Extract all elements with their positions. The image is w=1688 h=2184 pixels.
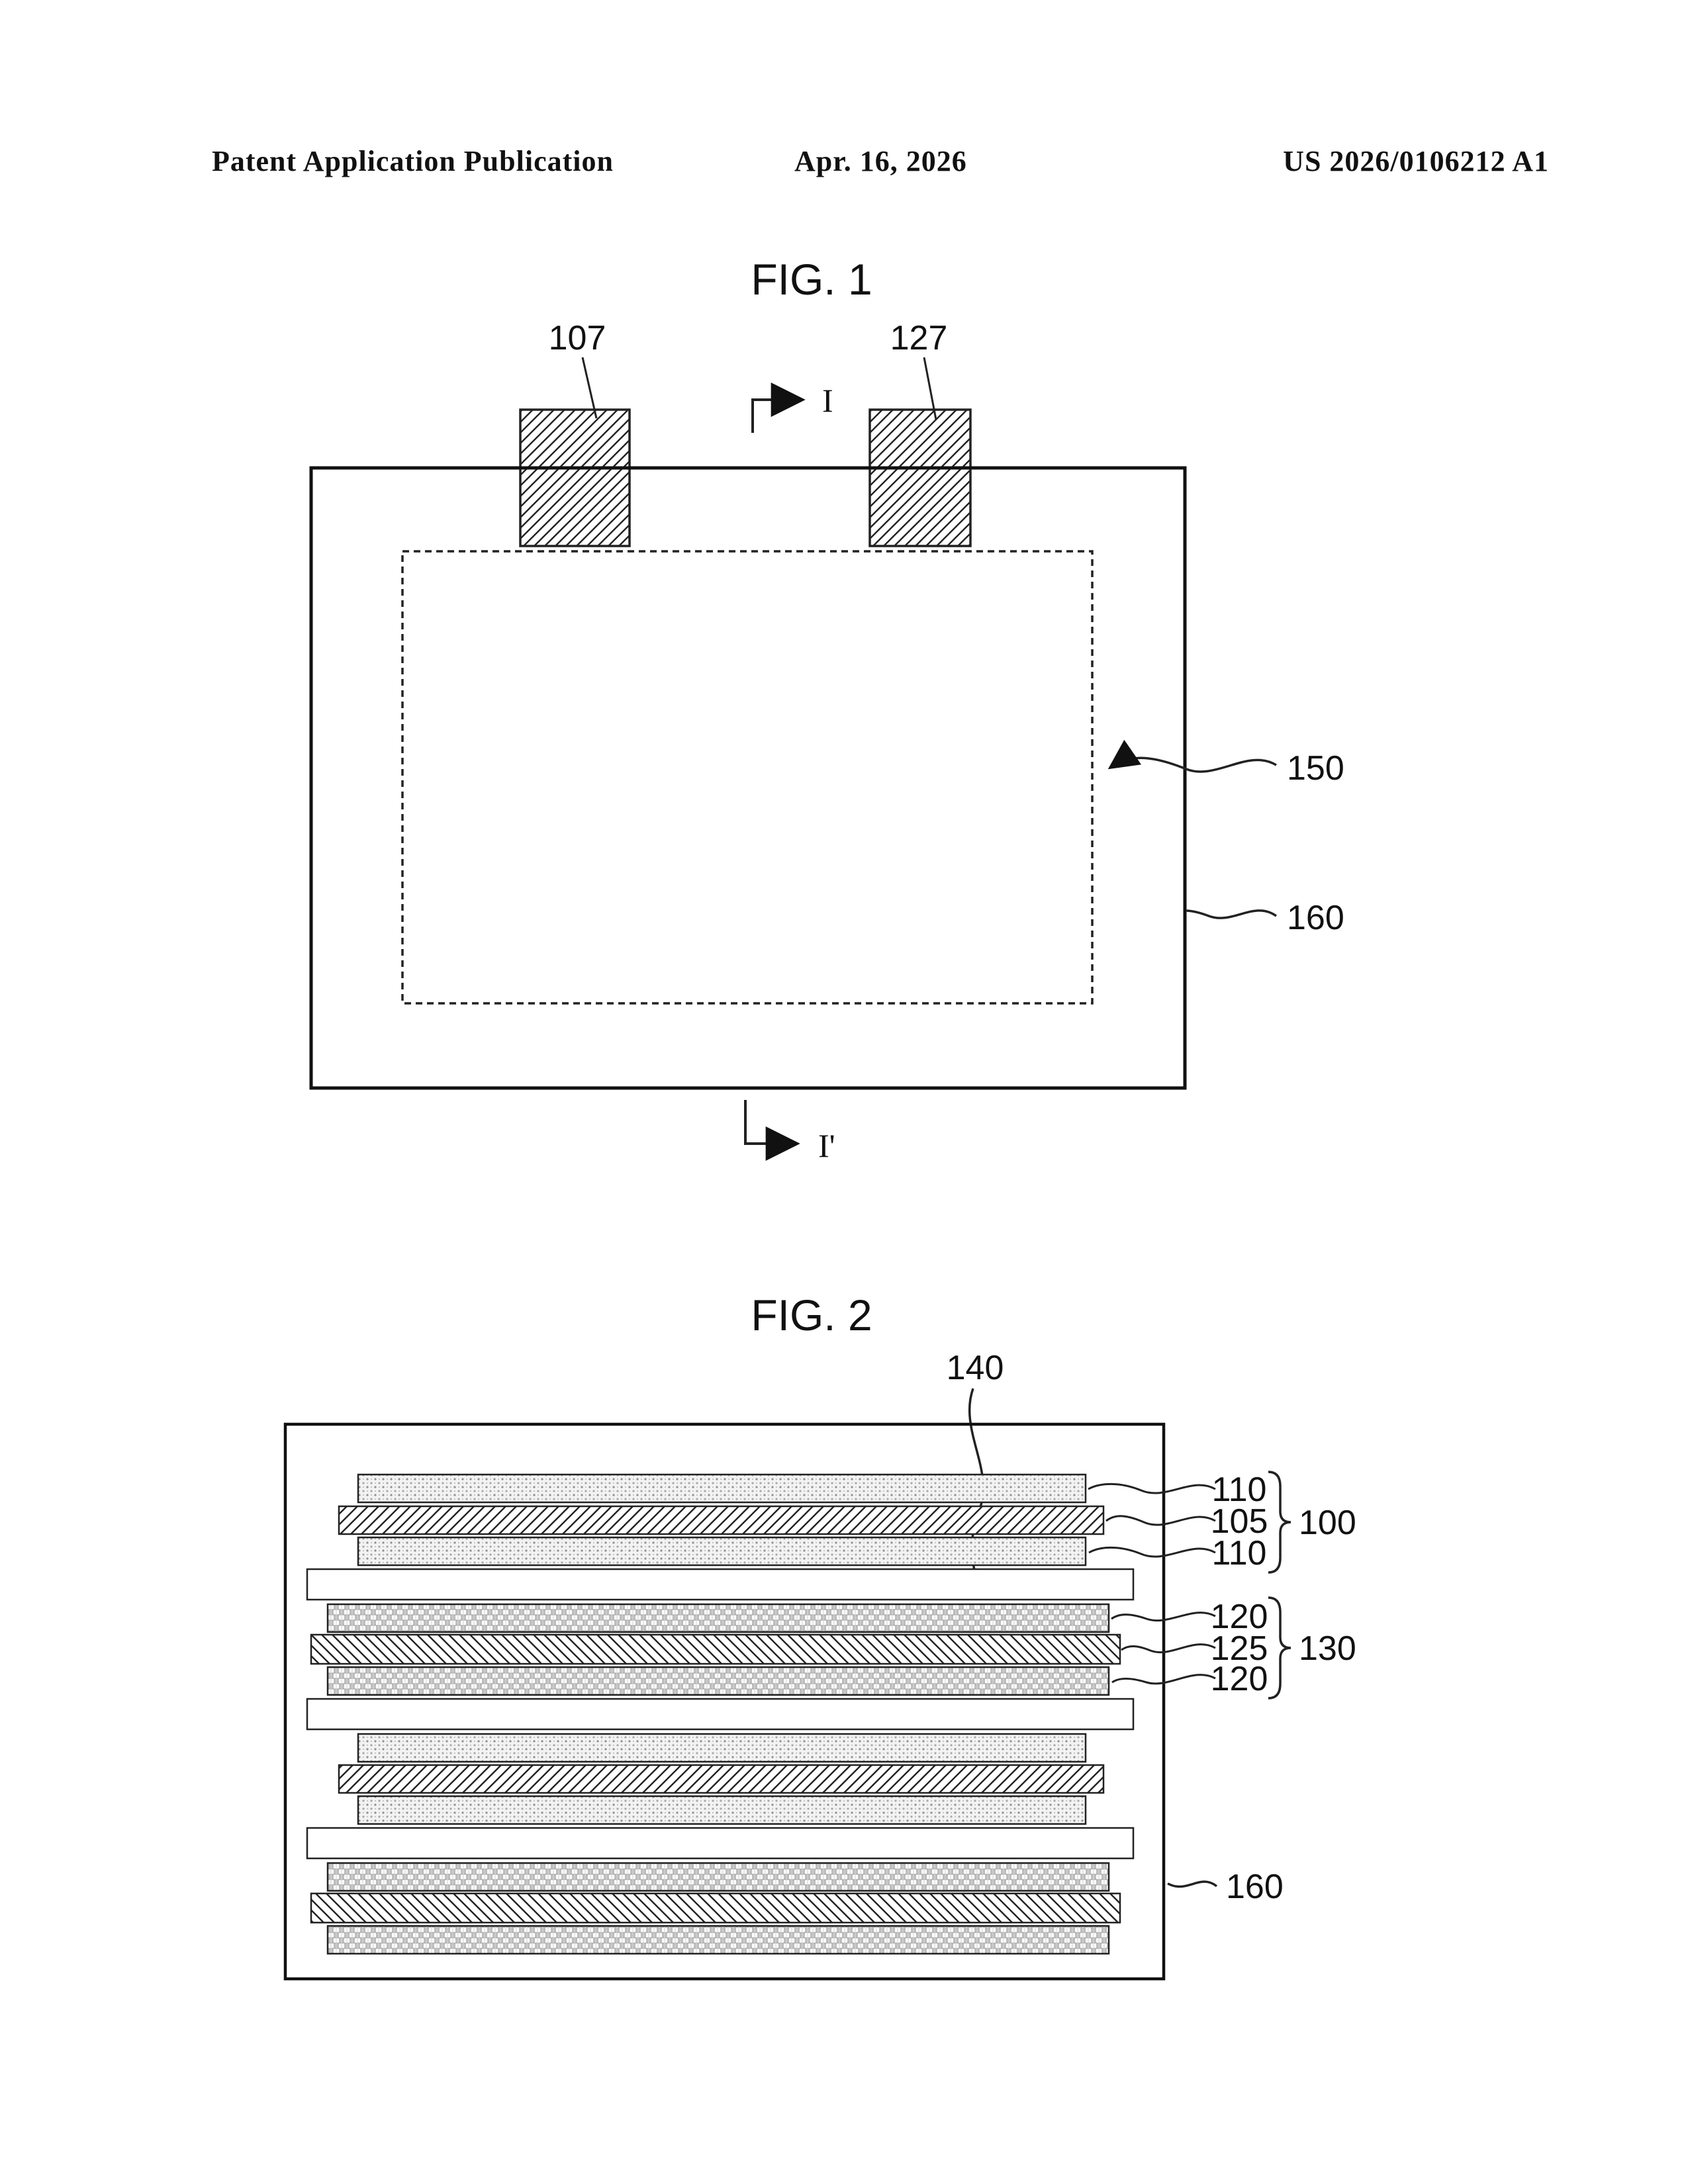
label-section-I: I (822, 382, 833, 419)
battery-case-outline-fig2 (283, 1422, 1166, 1981)
leader-120-top (1111, 1612, 1216, 1622)
layer-120 (326, 1862, 1110, 1892)
label-110-bottom: 110 (1212, 1534, 1267, 1572)
label-100: 100 (1299, 1504, 1356, 1542)
leader-105 (1105, 1515, 1216, 1526)
layer-120 (326, 1925, 1110, 1955)
figure-2-title: FIG. 2 (751, 1291, 872, 1340)
leader-110-top (1088, 1482, 1216, 1494)
layer-140-separator (306, 1827, 1135, 1860)
label-section-I-prime: I' (818, 1127, 835, 1164)
layer-120 (326, 1666, 1110, 1696)
layer-105 (338, 1505, 1105, 1535)
leader-127 (923, 357, 937, 420)
layer-140-separator (306, 1568, 1135, 1601)
label-160-fig1: 160 (1287, 899, 1344, 937)
leader-120-bottom (1111, 1674, 1216, 1685)
layer-110 (357, 1536, 1087, 1567)
publication-number: US 2026/0106212 A1 (1283, 145, 1549, 177)
publication-date: Apr. 16, 2026 (794, 145, 967, 177)
leader-160-fig2 (1167, 1880, 1218, 1888)
label-107: 107 (549, 319, 606, 357)
label-140: 140 (947, 1349, 1004, 1387)
battery-case-outline (309, 466, 1187, 1090)
figure-1: FIG. 1 107 127 I I' 150 160 (309, 255, 1344, 1164)
layer-120 (326, 1603, 1110, 1633)
label-110-top: 110 (1212, 1471, 1267, 1509)
brace-group-130 (1268, 1596, 1291, 1700)
leader-160-fig1 (1185, 909, 1278, 919)
brace-group-100 (1268, 1471, 1291, 1574)
electrode-tab-right (868, 408, 972, 547)
section-marker-bottom (744, 1100, 800, 1161)
publication-title: Patent Application Publication (212, 145, 614, 177)
electrode-tab-left (519, 408, 631, 547)
layer-110 (357, 1473, 1087, 1504)
layer-105 (338, 1764, 1105, 1794)
layer-125 (310, 1892, 1121, 1924)
label-105: 105 (1211, 1502, 1268, 1541)
label-127: 127 (890, 319, 948, 357)
label-120-top: 120 (1211, 1598, 1268, 1636)
figure-2: FIG. 2 140 110 (283, 1291, 1356, 1981)
layer-140-separator (306, 1698, 1135, 1731)
label-125: 125 (1211, 1629, 1268, 1668)
layer-110 (357, 1733, 1087, 1763)
leader-125 (1121, 1643, 1216, 1654)
leader-150 (1107, 739, 1277, 773)
label-150: 150 (1287, 749, 1344, 788)
label-120-bottom: 120 (1211, 1660, 1268, 1698)
figure-1-title: FIG. 1 (751, 255, 872, 304)
dashed-region (401, 550, 1094, 1005)
leader-110-bottom (1088, 1546, 1216, 1558)
section-marker-top (751, 383, 806, 433)
layer-110 (357, 1795, 1087, 1825)
page-header: Patent Application Publication Apr. 16, … (212, 144, 1549, 178)
layer-125 (310, 1633, 1121, 1665)
label-160-fig2: 160 (1226, 1868, 1284, 1906)
label-130: 130 (1299, 1629, 1356, 1668)
leader-107 (581, 357, 598, 419)
